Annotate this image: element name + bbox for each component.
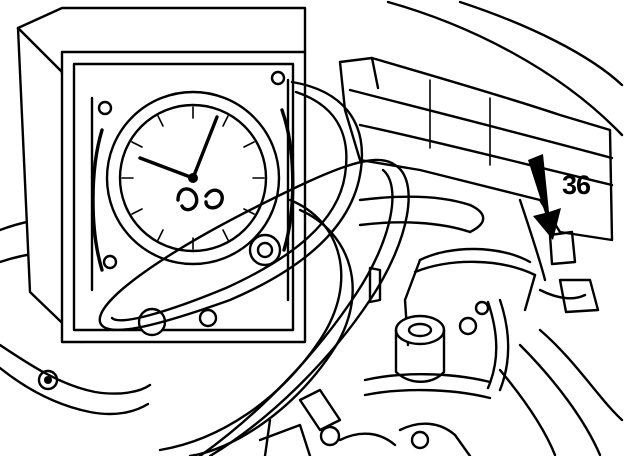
callout-label: 36: [562, 170, 591, 200]
fuel-distributor: [363, 198, 600, 400]
down-arrow-icon: [528, 154, 561, 240]
gauge-hoses: [98, 80, 410, 458]
intake-manifold: [338, 56, 614, 242]
engine-lower-detail: [258, 388, 472, 458]
pressure-gauge: [16, 6, 307, 344]
dial-ticks: [121, 106, 265, 250]
